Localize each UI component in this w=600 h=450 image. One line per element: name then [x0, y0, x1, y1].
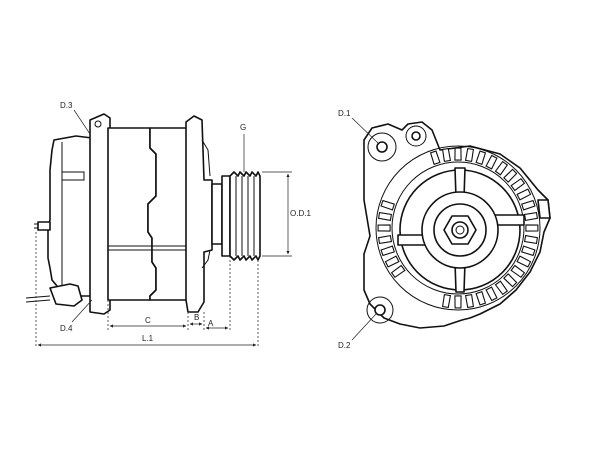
label-b: B — [194, 313, 199, 322]
hub — [221, 175, 231, 257]
vent-slot — [390, 264, 406, 279]
vent-slot — [475, 291, 487, 306]
side-view-dimensions — [35, 109, 292, 348]
fan-spacer — [211, 183, 223, 245]
label-d1: D.1 — [338, 109, 351, 118]
label-d4: D.4 — [60, 324, 73, 333]
vent-slot — [429, 150, 441, 165]
side-lug — [537, 199, 551, 219]
vent-slot — [516, 255, 532, 268]
vent-slot — [384, 255, 400, 268]
mount-hole-d1 — [376, 141, 388, 153]
rear-cover — [47, 135, 94, 297]
alternator-side-view — [25, 113, 261, 315]
label-d2: D.2 — [338, 341, 351, 350]
vent-slot — [523, 211, 539, 222]
vent-slot — [441, 293, 452, 309]
front-housing — [185, 115, 213, 313]
shaft-end — [451, 221, 469, 239]
label-l1: L.1 — [142, 334, 154, 343]
label-c: C — [145, 316, 151, 325]
vent-slot — [494, 280, 509, 296]
vent-slot — [521, 199, 536, 211]
connector-wire — [25, 295, 51, 303]
rear-cover-notch — [62, 171, 85, 181]
label-a: A — [208, 319, 214, 328]
vent-slot — [464, 293, 475, 309]
pulley — [229, 171, 261, 261]
vent-slot — [510, 264, 526, 279]
vent-slot — [377, 224, 391, 232]
mount-hole-d2 — [374, 304, 386, 316]
inner-vent-ring — [391, 161, 525, 295]
mount-ear-d1 — [367, 132, 397, 162]
vent-slot — [503, 168, 518, 183]
vent-slot — [521, 245, 536, 257]
vent-slot — [454, 147, 462, 161]
mount-ear-d2 — [366, 296, 394, 324]
mount-bolt-rear-top — [94, 120, 102, 128]
vent-slot — [454, 295, 462, 309]
vent-slot — [380, 245, 395, 257]
terminal-stud — [37, 221, 51, 231]
mount-ear-top — [405, 125, 427, 147]
vent-slot — [494, 160, 509, 176]
vent-slot — [377, 211, 393, 222]
vent-slot — [516, 188, 532, 201]
connector-plug — [49, 283, 83, 307]
vent-slot — [464, 147, 475, 163]
stator-body-right — [147, 127, 191, 301]
alternator-front-view — [363, 121, 551, 329]
vent-slot — [475, 150, 487, 165]
label-od1: O.D.1 — [290, 209, 311, 218]
spoke-right — [493, 214, 525, 226]
vent-slot — [485, 286, 498, 302]
outer-vent-ring — [375, 145, 541, 311]
vent-slot — [503, 273, 518, 288]
label-g: G — [240, 123, 246, 132]
vent-slot — [380, 199, 395, 211]
vent-slot — [510, 177, 526, 192]
vent-slots — [377, 147, 539, 309]
vent-slot — [485, 154, 498, 170]
vent-slot — [523, 234, 539, 245]
vent-slot — [525, 224, 539, 232]
label-d3: D.3 — [60, 101, 73, 110]
vent-slot — [441, 147, 452, 163]
vent-slot — [377, 234, 393, 245]
rear-flange — [89, 113, 111, 315]
